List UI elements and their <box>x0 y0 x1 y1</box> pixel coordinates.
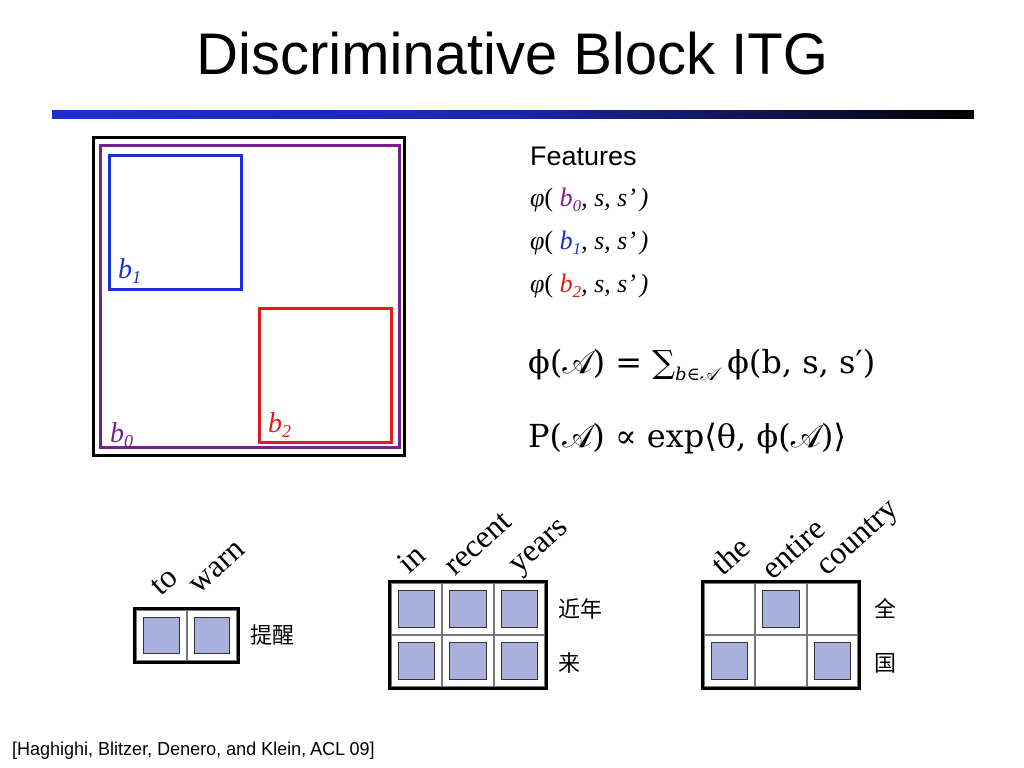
features-list: Features φ( b0, s, s’ ) φ( b1, s, s’ ) φ… <box>530 140 830 305</box>
source-word: years <box>499 507 574 580</box>
alignment-cell <box>493 583 545 635</box>
probability-formula: P(𝒜) ∝ exp⟨θ, ϕ(𝒜)⟩ <box>528 417 846 455</box>
title-rule <box>52 110 974 119</box>
alignment-cell <box>755 635 807 687</box>
alignment-grid-to-warn <box>133 607 240 664</box>
alignment-cell <box>806 635 858 687</box>
feature-b1: φ( b1, s, s’ ) <box>530 226 649 258</box>
target-word: 来 <box>558 652 581 677</box>
block-b0-label: b0 <box>110 418 133 451</box>
target-word: 提醒 <box>250 624 295 649</box>
aligned-link-marker <box>500 590 538 628</box>
alignment-cell <box>442 583 494 635</box>
phi-sum-formula: ϕ(𝒜) = ∑b∈𝒜 ϕ(b, s, s′) <box>528 343 876 385</box>
alignment-cell <box>442 635 494 687</box>
alignment-cell <box>704 583 756 635</box>
feature-b0: φ( b0, s, s’ ) <box>530 183 649 215</box>
sentence-pair-box <box>92 136 406 457</box>
alignment-grid-the-entire-country <box>701 580 861 690</box>
block-b2-box <box>258 307 393 444</box>
source-word: to <box>141 558 184 602</box>
aligned-link-marker <box>193 617 230 654</box>
source-word: in <box>389 536 432 580</box>
block-b1-box <box>108 154 243 291</box>
alignment-cell <box>391 583 443 635</box>
block-b1-label: b1 <box>118 254 141 287</box>
alignment-cell <box>136 610 187 661</box>
target-word: 全 <box>874 598 897 623</box>
aligned-link-marker <box>711 642 749 680</box>
aligned-link-marker <box>500 642 538 680</box>
aligned-link-marker <box>398 642 436 680</box>
features-heading: Features <box>530 141 637 171</box>
citation: [Haghighi, Blitzer, Denero, and Klein, A… <box>12 739 375 759</box>
alignment-cell <box>493 635 545 687</box>
block-b2-label: b2 <box>268 408 291 441</box>
aligned-link-marker <box>398 590 436 628</box>
block-b0-box <box>99 144 401 449</box>
source-word: warn <box>179 529 251 600</box>
aligned-link-marker <box>143 617 180 654</box>
alignment-cell <box>391 635 443 687</box>
feature-b2: φ( b2, s, s’ ) <box>530 269 649 301</box>
aligned-link-marker <box>449 590 487 628</box>
aligned-link-marker <box>813 642 851 680</box>
alignment-cell <box>704 635 756 687</box>
alignment-grid-in-recent-years <box>388 580 548 690</box>
alignment-cell <box>186 610 237 661</box>
aligned-link-marker <box>762 590 800 628</box>
source-word: recent <box>435 502 518 582</box>
aligned-link-marker <box>449 642 487 680</box>
target-word: 国 <box>874 652 897 677</box>
source-word: the <box>703 528 757 582</box>
alignment-cell <box>755 583 807 635</box>
slide-title: Discriminative Block ITG <box>196 22 828 87</box>
alignment-cell <box>806 583 858 635</box>
target-word: 近年 <box>558 598 603 623</box>
